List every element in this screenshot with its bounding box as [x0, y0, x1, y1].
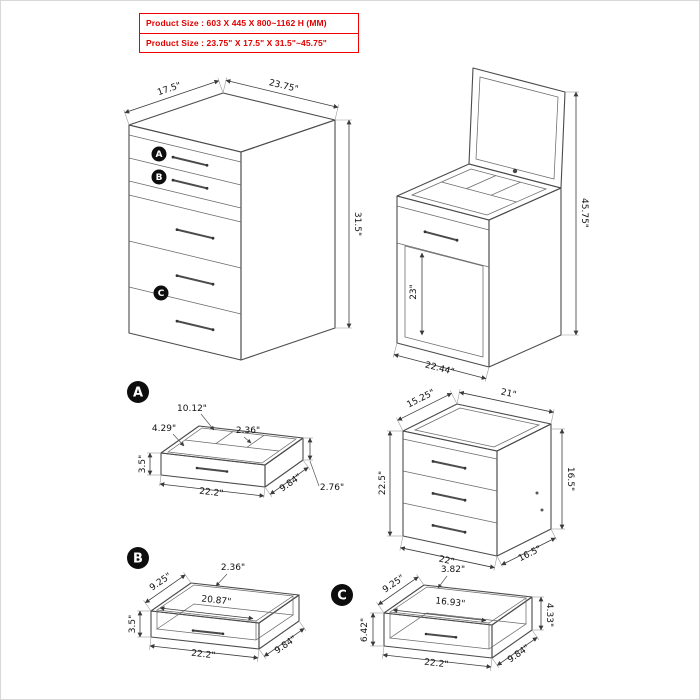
drawer-handle [175, 274, 215, 286]
dim-label: 4.29" [152, 424, 176, 434]
callout-a: A [151, 146, 167, 162]
dim-label: 16.93" [435, 596, 466, 609]
dim-label: 16.5" [565, 467, 575, 491]
dim-label: 15.25" [405, 388, 436, 410]
drawer-handle [171, 155, 209, 167]
dim-label: 45.75" [579, 198, 589, 228]
drawer-handle [191, 629, 225, 636]
callout-b-letter: B [156, 173, 163, 183]
drawer-handle [175, 228, 215, 240]
open-vanity-drawing: 45.75" 23" 22.44" [392, 67, 589, 382]
dim-label: 23.75" [268, 78, 299, 95]
dim-label: 2.36" [221, 563, 245, 573]
drawer-b-drawing: 2.36" 9.25" 20.87" 3.5" 22.2" 9.84" [128, 563, 307, 662]
drawer-c-drawing: 3.82" 9.25" 16.93" 6.42" 4.33" 22.2" 9.8… [360, 565, 554, 671]
drawer-handle [171, 178, 209, 190]
dim-label: 10.12" [177, 404, 207, 414]
dim-label: 3.82" [441, 565, 465, 575]
dim-label: 6.42" [360, 618, 370, 642]
drawer-handle [431, 460, 467, 470]
dim-label: 9.25" [148, 571, 174, 593]
product-size-inch-text: Product Size : 23.75" X 17.5" X 31.5"~45… [146, 37, 327, 48]
callout-c: C [153, 285, 169, 301]
drawer-handle [195, 466, 229, 473]
dim-label: 9.25" [381, 573, 407, 595]
side-peg-dot [535, 491, 539, 495]
section-label-c: C [331, 584, 353, 606]
product-size-labels: Product Size : 603 X 445 X 800~1162 H (M… [139, 13, 359, 53]
section-c-letter: C [337, 589, 347, 604]
dim-label: 22.5" [378, 471, 388, 495]
dim-label: 22.2" [424, 658, 449, 671]
dim-label: 2.76" [320, 483, 344, 493]
dim-label: 16.5" [517, 544, 543, 564]
callout-a-letter: A [156, 150, 163, 160]
section-a-letter: A [133, 386, 143, 401]
dim-label: 22.2" [191, 649, 216, 662]
base-cabinet-drawing: 15.25" 21" 22.5" 16.5" 22" 16.5" [378, 388, 575, 571]
drawer-handle [423, 230, 459, 242]
dim-label: 21" [500, 388, 517, 401]
dim-label: 31.5" [352, 212, 362, 236]
product-size-mm-label: Product Size : 603 X 445 X 800~1162 H (M… [139, 13, 359, 34]
dim-label: 9.84" [273, 634, 299, 656]
drawer-handle [431, 524, 467, 534]
dim-label: 9.84" [506, 643, 532, 665]
closed-vanity-drawing: A B C 17.5" 23.75" 31.5" [123, 77, 362, 361]
product-size-mm-text: Product Size : 603 X 445 X 800~1162 H (M… [146, 18, 327, 28]
section-label-a: A [127, 381, 149, 403]
dim-label: 23" [409, 284, 419, 300]
dim-label: 3.5" [138, 455, 148, 473]
dim-label: 3.5" [128, 615, 138, 633]
section-label-b: B [127, 547, 149, 569]
drawer-handle [431, 492, 467, 502]
section-b-letter: B [133, 552, 143, 567]
dim-label: 2.36" [236, 426, 260, 436]
dim-label: 4.33" [544, 603, 554, 627]
drawer-handle [424, 632, 458, 639]
product-size-inch-label: Product Size : 23.75" X 17.5" X 31.5"~45… [139, 32, 359, 53]
dim-label: 22" [438, 555, 455, 568]
dim-label: 20.87" [201, 594, 232, 607]
drawer-a-drawing: 10.12" 4.29" 2.36" 3.5" 2.76" 22.2" 9.84… [138, 404, 344, 499]
callout-c-letter: C [158, 289, 165, 299]
drawer-handle [175, 319, 215, 332]
callout-b: B [151, 169, 167, 185]
dim-label: 22.2" [199, 487, 224, 500]
mirror-light-dot [512, 168, 518, 174]
dim-label: 17.5" [156, 81, 182, 98]
side-peg-dot [540, 508, 544, 512]
dim-label: 22.44" [424, 360, 455, 377]
